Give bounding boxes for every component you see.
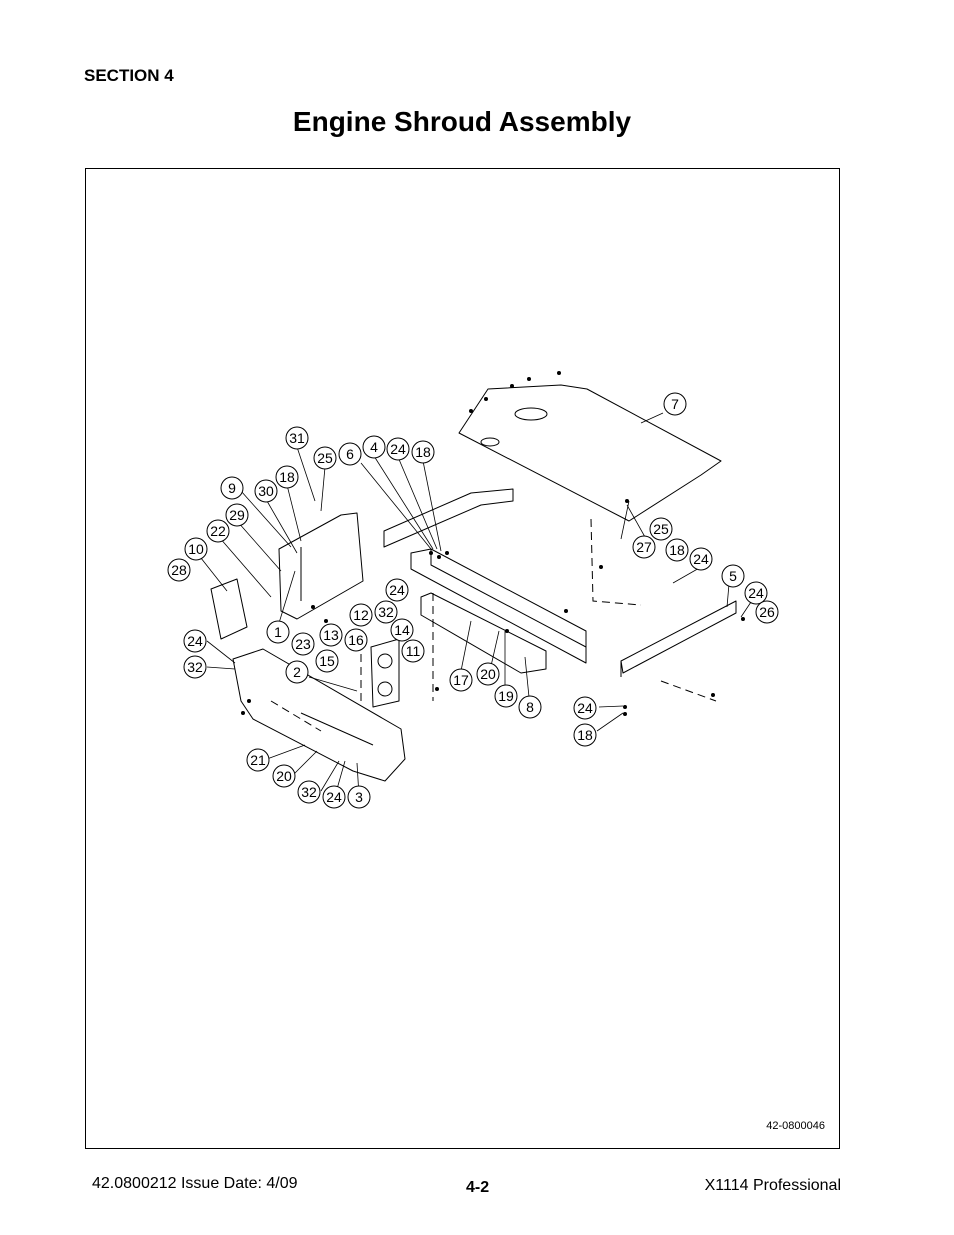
callout-label: 19	[498, 688, 514, 704]
callout: 16	[344, 628, 368, 652]
callout-label: 27	[636, 539, 652, 555]
callout-group: 31 25 6 4 24 18 9 30 18 29 22 10 28 1 23…	[167, 392, 779, 809]
callout: 8	[518, 695, 542, 719]
callout-label: 24	[577, 700, 593, 716]
callout: 19	[494, 684, 518, 708]
callout: 15	[315, 649, 339, 673]
callout-label: 24	[693, 551, 709, 567]
callout: 9	[220, 476, 244, 500]
footer-product: X1114 Professional	[704, 1177, 841, 1194]
callout: 10	[184, 537, 208, 561]
callout: 24	[386, 437, 410, 461]
callout: 28	[167, 558, 191, 582]
callout-label: 5	[729, 568, 737, 584]
callout: 24	[689, 547, 713, 571]
callout-label: 26	[759, 604, 775, 620]
callout-label: 30	[258, 483, 274, 499]
callout: 18	[665, 538, 689, 562]
callout-label: 15	[319, 653, 335, 669]
callout-label: 32	[301, 784, 317, 800]
footer-doc-id: 42.0800212 Issue Date: 4/09	[92, 1175, 298, 1192]
callout: 27	[632, 535, 656, 559]
callout-label: 25	[653, 521, 669, 537]
callout-label: 16	[348, 632, 364, 648]
callout: 12	[349, 603, 373, 627]
callout-label: 18	[279, 469, 295, 485]
callout-label: 24	[326, 789, 342, 805]
callout-label: 13	[323, 627, 339, 643]
callout: 30	[254, 479, 278, 503]
page-number: 4-2	[466, 1179, 490, 1196]
exploded-view-drawing: 31 25 6 4 24 18 9 30 18 29 22 10 28 1 23…	[167, 371, 779, 809]
callout: 4	[362, 435, 386, 459]
callout: 1	[266, 620, 290, 644]
callout-label: 3	[355, 789, 363, 805]
callout: 32	[183, 655, 207, 679]
section-label: SECTION 4	[84, 66, 174, 85]
callout: 26	[755, 600, 779, 624]
callout-label: 32	[378, 604, 394, 620]
callout-label: 24	[748, 585, 764, 601]
callout-label: 17	[453, 672, 469, 688]
callout: 5	[721, 564, 745, 588]
callout-label: 32	[187, 659, 203, 675]
callout-label: 20	[480, 666, 496, 682]
callout-label: 8	[526, 699, 534, 715]
drawing-frame: 31 25 6 4 24 18 9 30 18 29 22 10 28 1 23…	[85, 168, 840, 1149]
callout-label: 21	[250, 752, 266, 768]
callout: 25	[313, 446, 337, 470]
callout-label: 12	[353, 607, 369, 623]
callout-label: 4	[370, 439, 378, 455]
callout-label: 1	[274, 624, 282, 640]
callout-label: 6	[346, 446, 354, 462]
callout: 18	[411, 440, 435, 464]
callout: 32	[297, 780, 321, 804]
callout: 2	[285, 660, 309, 684]
callout: 18	[275, 465, 299, 489]
callout-label: 28	[171, 562, 187, 578]
callout-label: 10	[188, 541, 204, 557]
callout: 7	[663, 392, 687, 416]
callout: 18	[573, 723, 597, 747]
callout-label: 24	[390, 441, 406, 457]
callout: 3	[347, 785, 371, 809]
callout-label: 11	[406, 643, 421, 659]
callout-label: 23	[295, 636, 311, 652]
callout: 29	[225, 503, 249, 527]
callout: 20	[272, 764, 296, 788]
callout: 20	[476, 662, 500, 686]
callout-label: 24	[389, 582, 405, 598]
callout: 17	[449, 668, 473, 692]
callout: 13	[319, 623, 343, 647]
callout-label: 9	[228, 480, 236, 496]
callout-label: 18	[669, 542, 685, 558]
callout: 6	[338, 442, 362, 466]
callout-label: 29	[229, 507, 245, 523]
callout: 24	[183, 629, 207, 653]
callout: 25	[649, 517, 673, 541]
callout-label: 18	[415, 444, 431, 460]
callout-label: 2	[293, 664, 301, 680]
callout: 24	[322, 785, 346, 809]
callout-label: 20	[276, 768, 292, 784]
callout: 22	[206, 519, 230, 543]
callout: 11	[401, 639, 425, 663]
callout: 14	[390, 618, 414, 642]
callout-label: 24	[187, 633, 203, 649]
callout-label: 14	[394, 622, 410, 638]
callout-label: 7	[671, 396, 679, 412]
callout: 24	[385, 578, 409, 602]
callout: 31	[285, 426, 309, 450]
callout: 32	[374, 600, 398, 624]
callout-label: 18	[577, 727, 593, 743]
callout-label: 22	[210, 523, 226, 539]
callout-label: 25	[317, 450, 333, 466]
page-title: Engine Shroud Assembly	[292, 106, 632, 137]
callout: 24	[573, 696, 597, 720]
callout: 24	[744, 581, 768, 605]
callout: 21	[246, 748, 270, 772]
callout-label: 31	[289, 430, 305, 446]
callout: 23	[291, 632, 315, 656]
drawing-number: 42-0800046	[766, 1120, 825, 1132]
